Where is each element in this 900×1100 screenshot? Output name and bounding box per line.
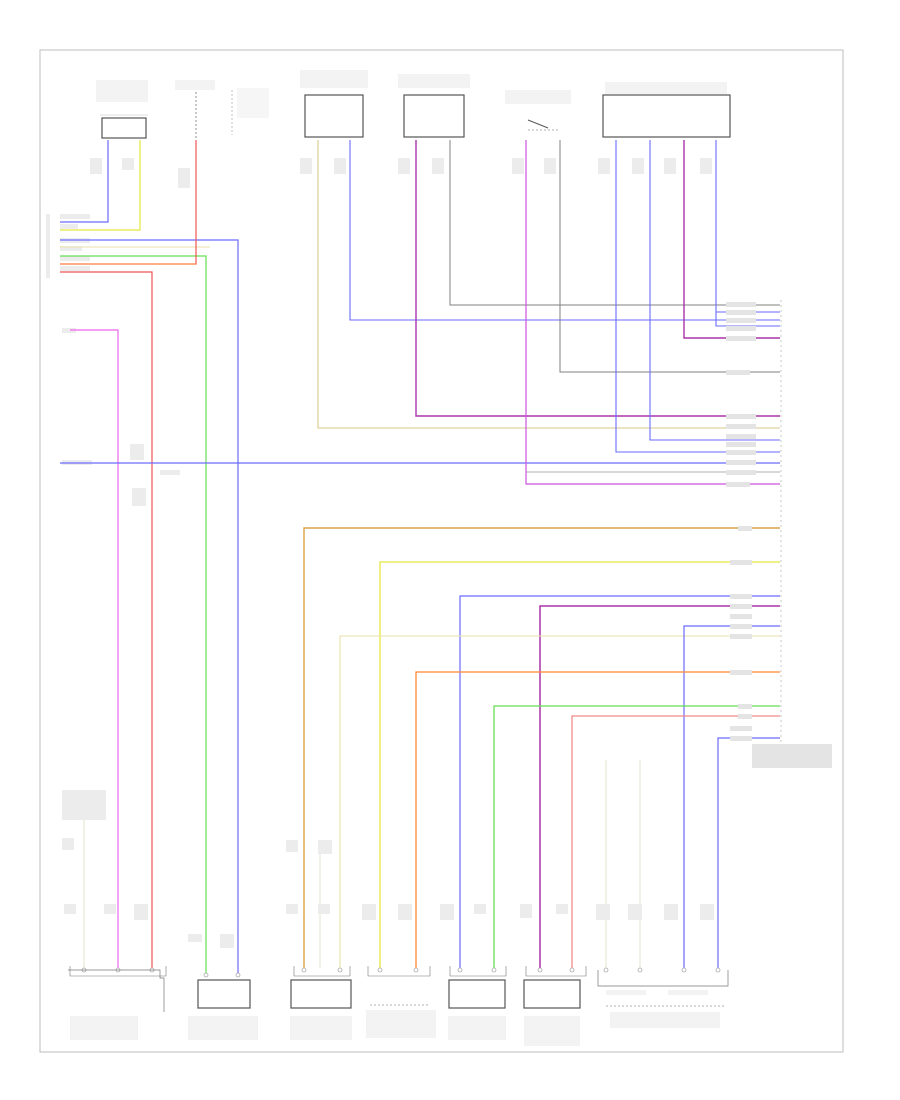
- wire-sensor-yellow: [60, 140, 141, 231]
- bottom-motor: [188, 979, 258, 1040]
- faint-wires: [83, 760, 641, 968]
- bottom-pin-labels: [64, 840, 714, 948]
- wire-blue-lower-1: [459, 595, 780, 968]
- wire-sensor-blue: [60, 140, 109, 223]
- wire-violet-switch: [525, 140, 780, 485]
- wire-blue-m3c: [715, 140, 780, 327]
- wire-orange-lower: [415, 671, 780, 968]
- top-module-2: [398, 74, 470, 138]
- wire-blue-motor: [60, 239, 239, 975]
- wire-blue-lower-2: [683, 625, 780, 968]
- wire-yellow: [379, 561, 780, 968]
- top-pin-labels: [90, 158, 712, 188]
- wire-magenta-m2: [415, 140, 780, 417]
- wire-green-motor: [60, 255, 207, 975]
- wire-blue-m3a: [615, 140, 780, 453]
- wire-salmon-lower: [571, 715, 780, 968]
- bottom-module-2: [366, 1004, 436, 1038]
- wire-blue-m3b: [649, 140, 780, 441]
- wire-gray-switch: [559, 140, 780, 373]
- diagram-frame: [39, 49, 844, 1053]
- top-left-sensor: [96, 80, 148, 139]
- bottom-module-1: [290, 979, 352, 1040]
- wire-beige-lower: [339, 635, 780, 968]
- bottom-connector-outlines: [69, 966, 587, 977]
- wire-red-sensor1: [60, 271, 153, 968]
- wire-gray-m2: [449, 140, 780, 306]
- wire-pink: [70, 329, 119, 968]
- wire-gold: [303, 527, 780, 968]
- bottom-module-5: [597, 970, 729, 1028]
- left-pin-labels: [46, 214, 92, 465]
- mid-left-labels: [62, 444, 180, 850]
- wire-green-lower: [493, 705, 780, 968]
- bottom-pins: [81, 967, 721, 978]
- top-module-3: [602, 82, 731, 138]
- wire-blue-lower-3: [717, 737, 780, 968]
- bottom-sensor-1: [68, 969, 165, 1040]
- top-module-1: [300, 70, 368, 138]
- top-switch: [505, 90, 571, 131]
- wire-blue-m1: [349, 140, 780, 321]
- top-fuse: [175, 80, 269, 140]
- bottom-module-3: [448, 979, 506, 1040]
- wire-magenta-lower: [539, 605, 780, 968]
- bottom-module-4: [523, 979, 581, 1046]
- wire-tan-m1: [317, 140, 780, 429]
- wire-magenta-m3: [683, 140, 780, 339]
- right-connector: [726, 300, 832, 768]
